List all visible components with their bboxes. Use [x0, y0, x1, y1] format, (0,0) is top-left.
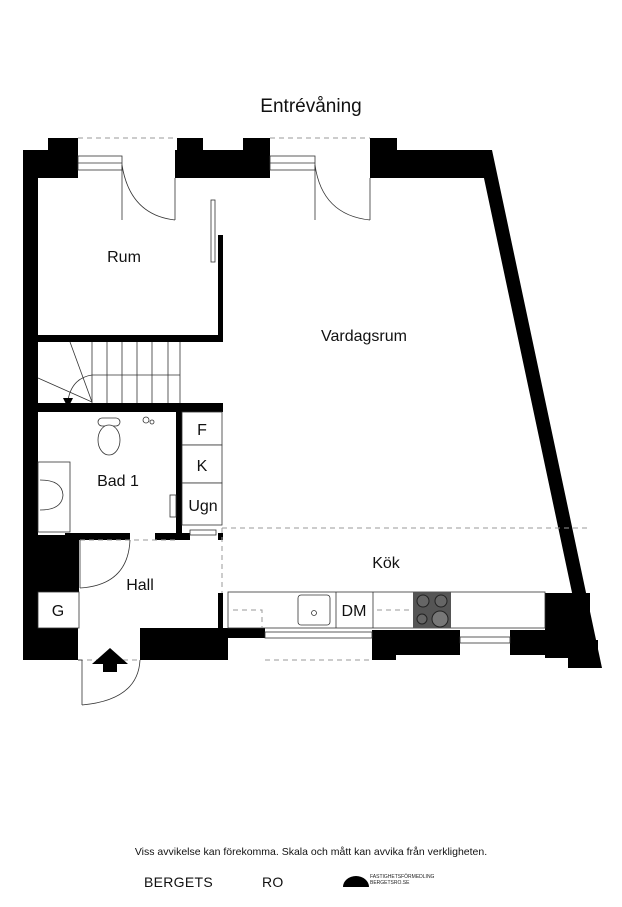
sink-icon [37, 461, 71, 533]
fridge-label: F [197, 422, 207, 439]
stove-icon [413, 592, 451, 628]
staircase [37, 341, 181, 403]
logo-line-2: BERGETSRO.SE [370, 880, 410, 886]
shower-icon [142, 416, 155, 425]
disclaimer: Viss avvikelse kan förekomma. Skala och … [134, 846, 488, 858]
windows [77, 155, 511, 644]
floor-title: Entrévåning [260, 96, 362, 117]
kitchen-sink-icon [297, 594, 331, 626]
entrance-arrow-icon [92, 648, 128, 672]
radiator-icon [169, 494, 177, 518]
brand-name-mid: RO [262, 874, 284, 890]
logo-line-1: FASTIGHETSFÖRMEDLING [370, 874, 435, 880]
toilet-icon [97, 417, 121, 456]
room-label-kok: Kök [372, 555, 401, 572]
walls [23, 138, 602, 668]
room-label-hall: Hall [126, 577, 154, 594]
oven-label: Ugn [188, 498, 217, 515]
brand-name-left: BERGETS [144, 874, 214, 890]
dishwasher-label: DM [342, 603, 367, 620]
room-label-vardagsrum: Vardagsrum [321, 328, 407, 345]
room-label-rum: Rum [107, 249, 141, 266]
brand-logo-text: FASTIGHETSFÖRMEDLING BERGETSRO.SE [370, 874, 434, 886]
freezer-label: K [197, 458, 208, 475]
brand-logo-icon [343, 876, 369, 887]
room-label-bad: Bad 1 [97, 473, 139, 490]
doors [78, 164, 371, 706]
wardrobe-label: G [52, 603, 64, 620]
stair-arrow-icon [63, 398, 73, 408]
